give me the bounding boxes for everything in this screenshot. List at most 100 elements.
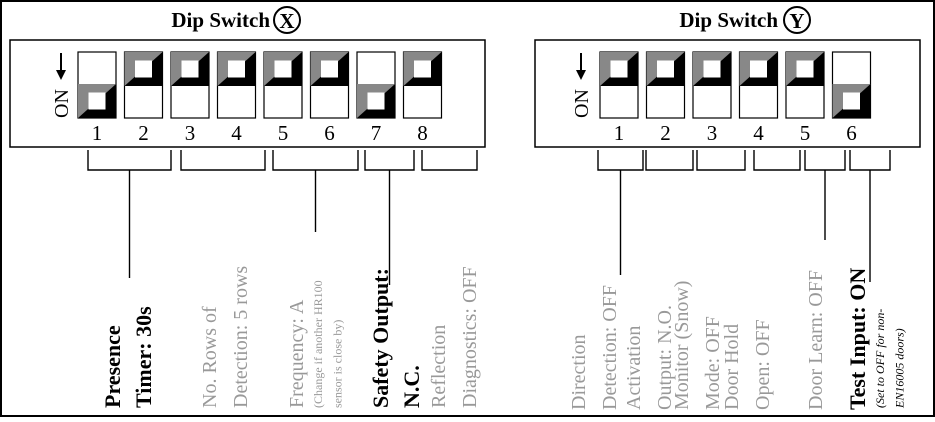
setting-label: Detection: 5 rows [230,266,252,408]
dip-switch-lever: 8 [402,51,443,145]
group-bracket [180,150,266,171]
dip-switch-lever: 2 [123,51,164,145]
switch-title: Dip Switch [679,8,778,32]
switch-rocker-face [657,60,674,78]
switch-rocker-face [135,60,152,78]
setting-label: Door Learn: OFF [805,270,827,410]
group-bracket [645,150,694,171]
setting-label: Safety Output: [368,268,393,408]
switch-badge: X [279,9,294,33]
group-bracket [364,150,415,171]
setting-label: Timer: 30s [131,306,156,408]
switch-number: 4 [753,121,764,145]
switch-number: 3 [707,121,718,145]
switch-number: 3 [185,121,196,145]
setting-label: Open: OFF [752,319,774,410]
badge-circle [783,6,811,34]
switch-rocker-face [414,60,431,78]
group-bracket [849,150,891,171]
group-bracket [753,150,801,171]
switch-rocker-face [703,60,721,78]
setting-label: Monitor (Snow) [671,281,693,410]
dip-switch-lever: 1 [599,51,639,145]
dip-switch-lever: 4 [216,51,257,145]
setting-label: Detection: OFF [599,285,621,410]
dip-switch-lever: 1 [77,51,117,145]
dip-switch-lever: 6 [831,51,872,145]
on-indicator: ON [571,53,593,118]
switch-number: 1 [614,121,625,145]
group-bracket [87,150,172,171]
switch-number: 7 [371,121,382,145]
switch-rocker-face [321,60,338,78]
dip-switch-lever: 7 [356,51,396,145]
setting-label: Door Hold [721,324,743,410]
switch-housing [9,39,486,148]
dip-switch-lever: 2 [645,51,686,145]
label-group: Test Input: ON(Set to OFF for non- EN1600… [845,150,906,410]
setting-label: Frequency: A [286,299,308,408]
label-group: Safety Output:N.C. [364,150,424,408]
dip-switch-lever: 4 [738,51,779,145]
switch-rocker-face [796,60,814,78]
setting-note: (Set to OFF for non- [873,309,887,408]
switch-number: 5 [278,121,289,145]
switch-rocker-face [750,60,767,78]
label-group: No. Rows of Detection: 5 rows [180,150,266,408]
switch-number: 1 [92,121,103,145]
dip-switch-lever: 6 [309,51,350,145]
setting-label: Diagnostics: OFF [459,266,481,408]
switch-number: 6 [324,121,335,145]
on-indicator: ON [51,53,73,118]
label-group: Reflection Diagnostics: OFF [421,150,481,408]
switch-badge: Y [789,9,804,33]
switch-number: 2 [138,121,149,145]
group-bracket [597,150,644,171]
label-group: Monitor (Snow)Mode: OFF [671,150,746,410]
switch-rocker-face [610,60,628,78]
setting-label: Output: N.O. [654,305,676,410]
setting-note: EN16005 doors) [892,328,906,409]
dip-switch-lever: 3 [170,51,210,145]
on-label: ON [571,89,593,118]
switch-rocker-face [843,92,860,110]
switch-rocker-face [274,60,292,78]
dip-switch-lever: 5 [785,51,825,145]
group-bracket [272,150,359,171]
group-bracket [696,150,746,171]
setting-note: (Change if another HR100 [311,280,325,408]
label-group: Direction Detection: OFF [568,150,644,410]
setting-label: No. Rows of [199,306,221,408]
switch-title: Dip Switch [171,8,270,32]
dip-switch-lever: 5 [263,51,303,145]
badge-circle [273,6,301,34]
label-group: Door Learn: OFF [804,150,846,410]
label-group: Door Hold Open: OFF [721,150,801,410]
switch-housing [534,39,921,148]
switch-rocker-face [181,60,199,78]
on-arrow-head [56,70,66,80]
setting-label: Presence [100,325,125,408]
switch-number: 8 [417,121,428,145]
setting-label: Test Input: ON [845,268,870,410]
switch-number: 4 [231,121,242,145]
setting-label: Reflection [428,325,450,408]
switch-number: 5 [800,121,811,145]
dip-switch-lever: 3 [692,51,732,145]
on-arrow-head [576,70,586,80]
switch-number: 2 [660,121,671,145]
group-bracket [804,150,846,171]
switch-number: 6 [846,121,857,145]
on-label: ON [51,89,73,118]
switch-rocker-face [88,92,106,110]
setting-label: Direction [568,334,590,410]
switch-rocker-face [228,60,245,78]
